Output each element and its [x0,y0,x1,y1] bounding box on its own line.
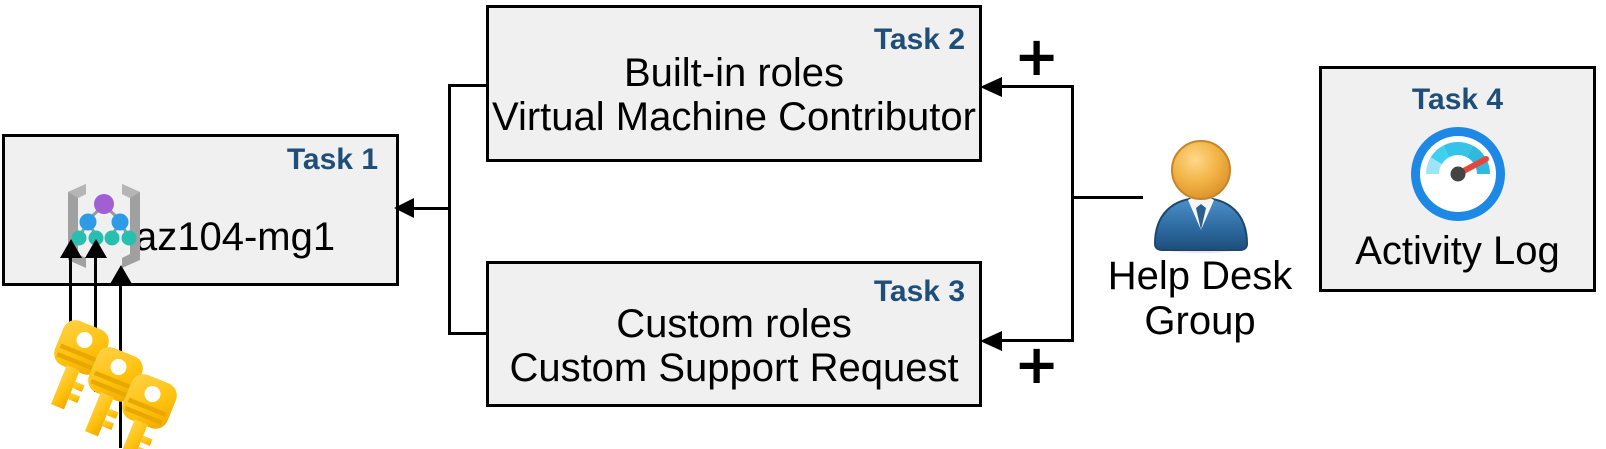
key-arrow-shaft-2 [94,252,97,392]
task1-label: Task 1 [286,143,378,176]
connector-to-task1 [411,207,451,210]
helpdesk-label-line1: Help Desk [1107,254,1293,298]
connector-helpdesk-to-task2 [1000,85,1074,88]
task3-line2: Custom Support Request [509,346,959,390]
key-arrow-head-1 [60,239,82,258]
plus-sign-top: + [1014,25,1060,88]
task3-box[interactable]: Task 3 Custom roles Custom Support Reque… [486,261,982,407]
management-group-icon [68,184,140,268]
task2-line1: Built-in roles [623,51,845,95]
connector-task2-stub [448,84,488,87]
key-arrow-head-2 [85,239,107,258]
task2-box[interactable]: Task 2 Built-in roles Virtual Machine Co… [486,5,982,162]
connector-task3-stub [448,332,488,335]
key-arrow-shaft-1 [69,252,72,352]
plus-sign-bottom: + [1014,333,1060,396]
arrow-head-task2 [980,77,1002,97]
task3-label: Task 3 [873,275,965,308]
arrow-head-task3 [980,331,1002,351]
key-icon-3 [119,374,177,449]
key-arrow-head-3 [110,265,132,284]
connector-helpdesk-spine [1071,85,1074,341]
arrow-head-task1 [394,198,414,218]
task2-line2: Virtual Machine Contributor [492,95,976,139]
gauge-icon [1411,127,1505,221]
task2-label: Task 2 [873,23,965,56]
task4-text: Activity Log [1355,229,1560,273]
helpdesk-label-line2: Group [1144,299,1256,343]
task1-text: az104-mg1 [135,215,336,259]
connector-helpdesk-to-task3 [1000,339,1074,342]
task3-line1: Custom roles [616,302,852,346]
connector-helpdesk-lead [1071,196,1143,199]
task4-label: Task 4 [1411,83,1504,116]
user-group-icon [1153,140,1249,253]
